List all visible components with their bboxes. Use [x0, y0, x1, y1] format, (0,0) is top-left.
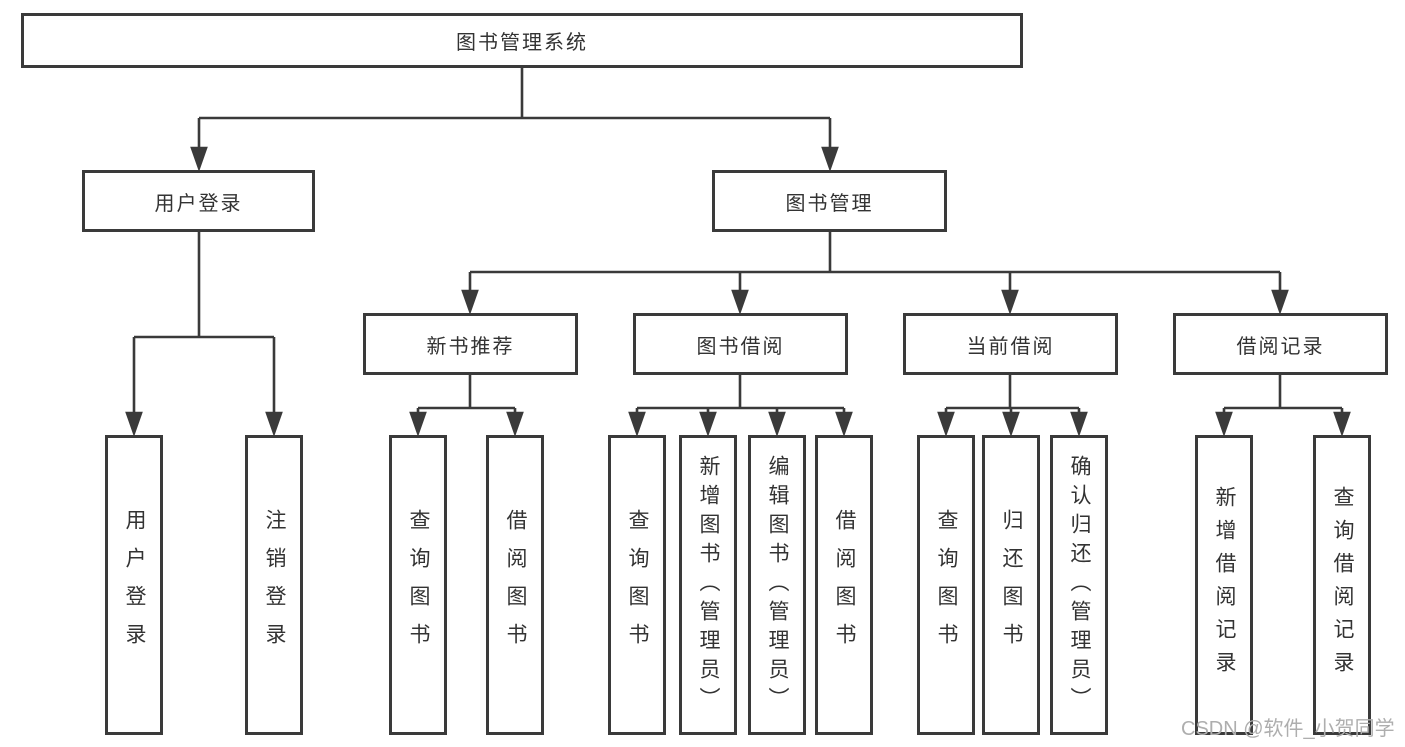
node-nbr-query-books: 查询图书	[389, 435, 447, 735]
node-current-borrowing: 当前借阅	[903, 313, 1118, 375]
watermark: CSDN @软件_小贺同学	[1181, 718, 1395, 740]
node-book-management: 图书管理	[712, 170, 947, 232]
node-nbr-borrow-books: 借阅图书	[486, 435, 544, 735]
node-cb-confirm-return-admin: 确认归还（管理员）	[1050, 435, 1108, 735]
node-cb-query-books: 查询图书	[917, 435, 975, 735]
node-bb-query-books: 查询图书	[608, 435, 666, 735]
node-bb-borrow-books: 借阅图书	[815, 435, 873, 735]
node-br-query-record: 查询借阅记录	[1313, 435, 1371, 735]
node-logout: 注销登录	[245, 435, 303, 735]
node-new-book-recommendation: 新书推荐	[363, 313, 578, 375]
node-bb-edit-books-admin: 编辑图书（管理员）	[748, 435, 806, 735]
connector-group	[125, 68, 1351, 437]
node-user-login-leaf: 用户登录	[105, 435, 163, 735]
node-bb-add-books-admin: 新增图书（管理员）	[679, 435, 737, 735]
node-cb-return-books: 归还图书	[982, 435, 1040, 735]
node-root: 图书管理系统	[21, 13, 1023, 68]
node-br-add-record: 新增借阅记录	[1195, 435, 1253, 735]
node-borrowing-records: 借阅记录	[1173, 313, 1388, 375]
node-user-login: 用户登录	[82, 170, 315, 232]
node-book-borrowing: 图书借阅	[633, 313, 848, 375]
